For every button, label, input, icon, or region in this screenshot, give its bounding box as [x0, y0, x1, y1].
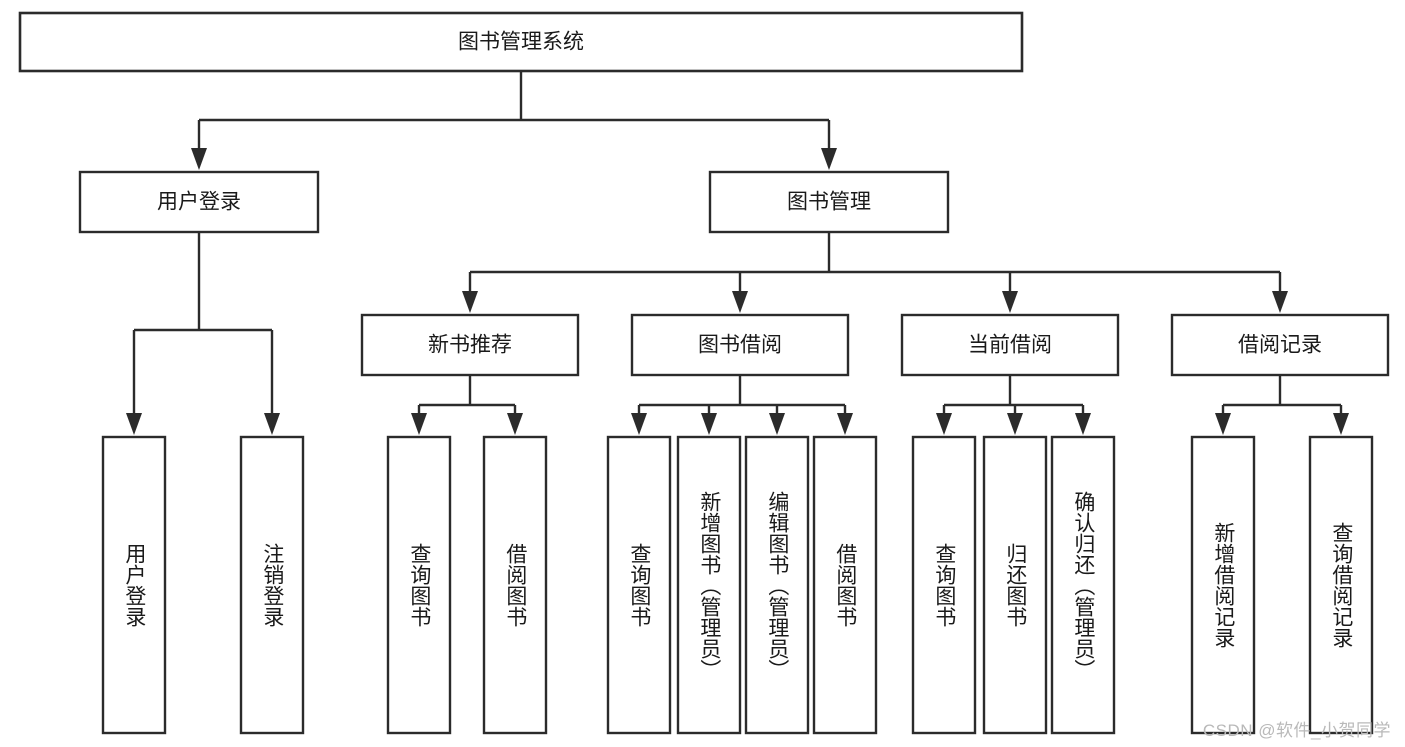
leafgrp-0-arrow-0 — [126, 413, 142, 435]
leaf-box-1[interactable] — [239, 435, 305, 735]
leaf-box-7[interactable] — [812, 435, 878, 735]
leaf-box-8[interactable] — [911, 435, 977, 735]
level3-label-2: 当前借阅 — [968, 334, 1052, 357]
level3-label-1: 图书借阅 — [698, 334, 782, 357]
leafgrp-2-arrow-2 — [769, 413, 785, 435]
mgmt-to-l3-arrow-0 — [462, 291, 478, 313]
root-label-0: 图书管理系统 — [458, 31, 584, 54]
level3-label-0: 新书推荐 — [428, 334, 512, 357]
leaf-box-2[interactable] — [386, 435, 452, 735]
leaf-box-3[interactable] — [482, 435, 548, 735]
root-to-l2-arrow-1 — [821, 148, 837, 170]
mgmt-to-l3-arrow-1 — [732, 291, 748, 313]
leaf-box-6[interactable] — [744, 435, 810, 735]
mgmt-to-l3-arrow-2 — [1002, 291, 1018, 313]
leafgrp-3-arrow-1 — [1007, 413, 1023, 435]
leafgrp-1-arrow-0 — [411, 413, 427, 435]
boxes-layer — [18, 11, 1390, 735]
leafgrp-4-arrow-1 — [1333, 413, 1349, 435]
mgmt-to-l3-arrow-3 — [1272, 291, 1288, 313]
leafgrp-0-arrow-1 — [264, 413, 280, 435]
level2-label-0: 用户登录 — [157, 191, 241, 214]
level3-box-1[interactable] — [630, 313, 850, 377]
leaf-box-12[interactable] — [1308, 435, 1374, 735]
connectors-layer — [126, 71, 1349, 435]
leafgrp-2-arrow-3 — [837, 413, 853, 435]
leaf-box-0[interactable] — [101, 435, 167, 735]
leafgrp-3-arrow-2 — [1075, 413, 1091, 435]
leaf-box-11[interactable] — [1190, 435, 1256, 735]
leaf-box-10[interactable] — [1050, 435, 1116, 735]
leaf-box-5[interactable] — [676, 435, 742, 735]
level2-box-1[interactable] — [708, 170, 950, 234]
level2-label-1: 图书管理 — [787, 191, 871, 214]
level3-box-2[interactable] — [900, 313, 1120, 377]
leaf-box-9[interactable] — [982, 435, 1048, 735]
csdn-watermark: CSDN @软件_小贺同学 — [1202, 721, 1391, 740]
leaf-box-4[interactable] — [606, 435, 672, 735]
level3-box-3[interactable] — [1170, 313, 1390, 377]
leafgrp-4-arrow-0 — [1215, 413, 1231, 435]
root-box-0[interactable] — [18, 11, 1024, 73]
level3-label-3: 借阅记录 — [1238, 334, 1322, 357]
leafgrp-2-arrow-1 — [701, 413, 717, 435]
root-to-l2-arrow-0 — [191, 148, 207, 170]
leafgrp-1-arrow-1 — [507, 413, 523, 435]
leafgrp-2-arrow-0 — [631, 413, 647, 435]
leafgrp-3-arrow-0 — [936, 413, 952, 435]
level3-box-0[interactable] — [360, 313, 580, 377]
level2-box-0[interactable] — [78, 170, 320, 234]
